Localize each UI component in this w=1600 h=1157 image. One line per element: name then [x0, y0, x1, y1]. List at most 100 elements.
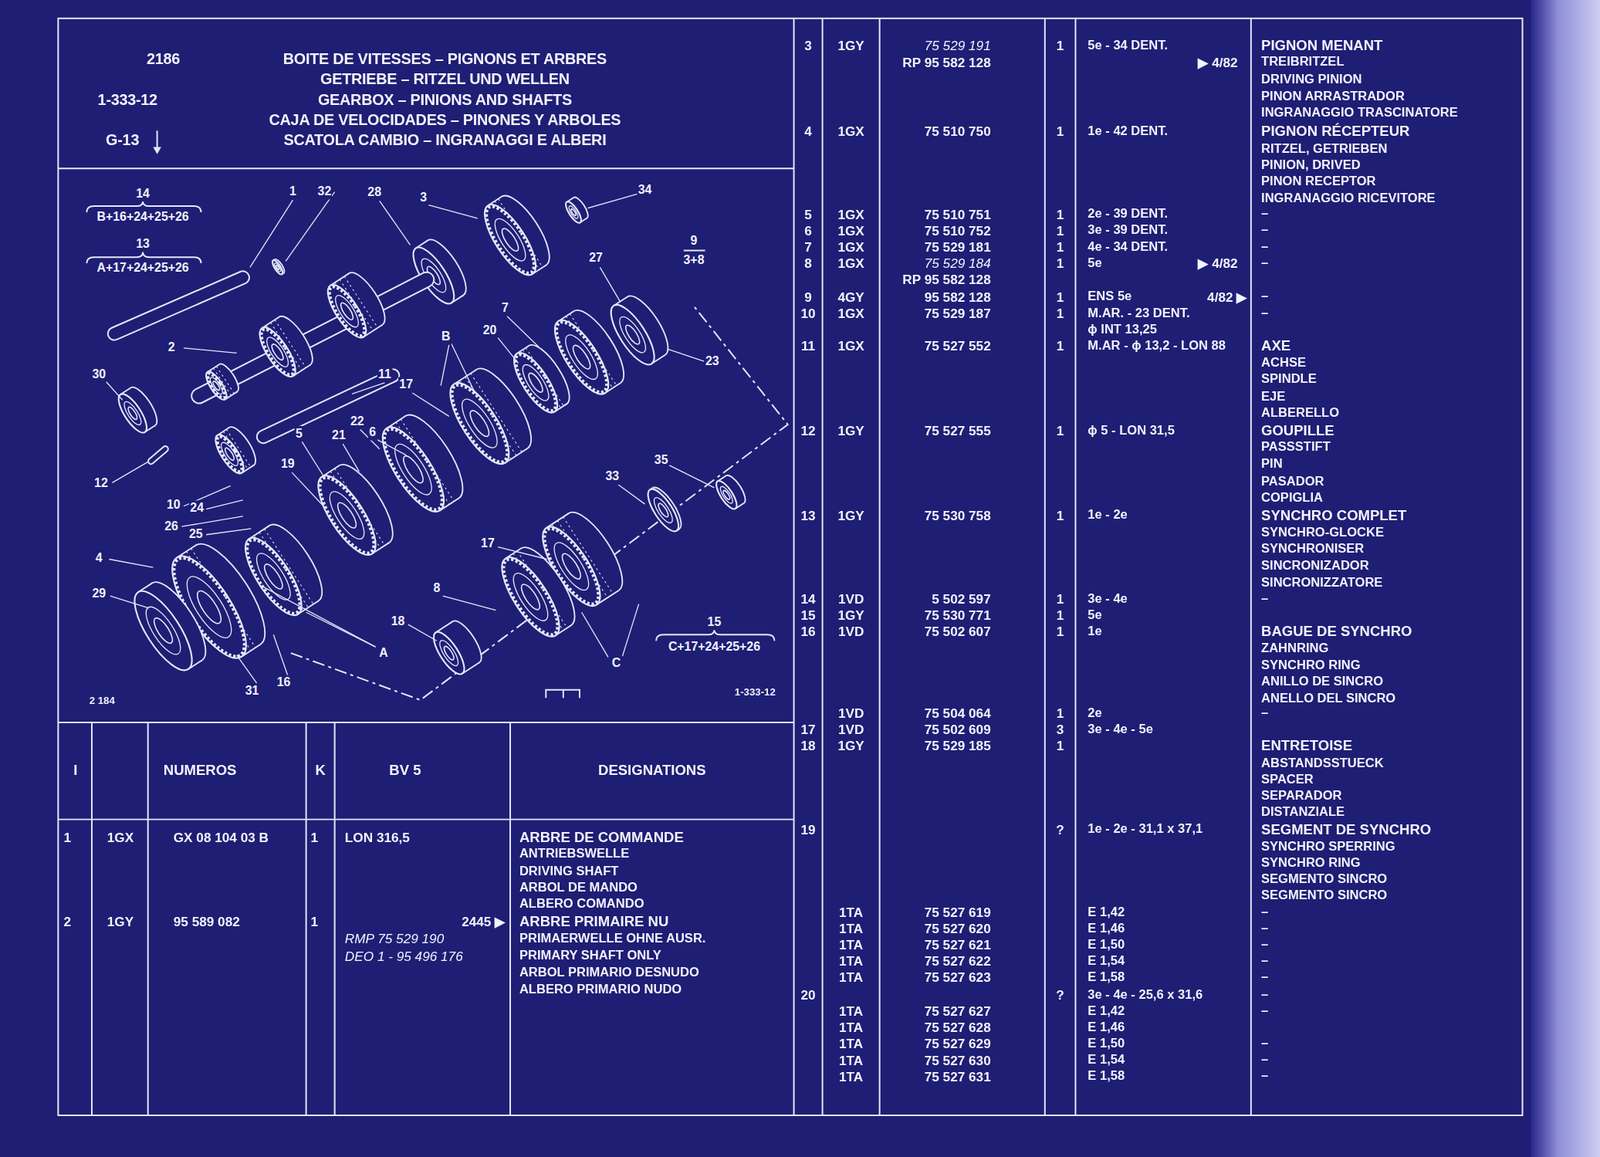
table-cell: 75 527 629 — [924, 1036, 992, 1053]
table-cell: SEGMENT DE SYNCHRO — [1261, 821, 1431, 838]
table-cell: GOUPILLE — [1261, 422, 1335, 439]
table-cell: E 1,42 — [1087, 1003, 1125, 1019]
drawing-part — [121, 399, 145, 427]
gear — [372, 406, 474, 521]
rule — [305, 722, 308, 1116]
table-cell: – — [1261, 1068, 1269, 1085]
table-cell: 1TA — [838, 904, 863, 921]
table-cell: TREIBRITZEL — [1261, 54, 1344, 71]
table-cell: 1 — [1056, 607, 1065, 623]
table-cell: SYNCHRO-GLOCKE — [1261, 524, 1384, 541]
gear — [491, 539, 586, 645]
table-cell: 4GY — [837, 289, 864, 305]
callout-number: 32 — [316, 184, 332, 200]
table-cell: RP 95 582 128 — [902, 271, 991, 288]
drawing-part — [570, 342, 594, 372]
drawing-part — [650, 494, 676, 525]
table-cell: 75 527 620 — [924, 920, 992, 937]
table-cell: 5 — [804, 206, 812, 223]
mark — [545, 690, 580, 699]
table-cell: – — [1261, 705, 1269, 721]
leader-line — [206, 500, 244, 510]
drawing-part — [722, 489, 731, 501]
table-cell: PINON RECEPTOR — [1261, 173, 1376, 190]
table-cell: 75 527 621 — [924, 936, 992, 953]
rule — [879, 18, 881, 1116]
reference: 1-333-12 — [98, 91, 158, 107]
leader-line — [236, 655, 258, 684]
table-cell: 4/82 ▶ — [1207, 289, 1247, 305]
table-cell: 1 — [1056, 124, 1065, 140]
table-cell: 1VD — [838, 591, 864, 607]
callout-number: 34 — [636, 182, 653, 198]
table-cell: 1GX — [837, 305, 864, 322]
table-cell: 1 — [1056, 206, 1065, 223]
rule — [509, 722, 511, 1116]
frame — [57, 18, 1523, 1116]
table-cell: 1TA — [838, 953, 863, 969]
table-cell: – — [1261, 289, 1269, 305]
table-cell: 1TA — [838, 970, 863, 986]
drawing-part — [202, 368, 231, 403]
table-cell: 5e - 34 DENT. — [1087, 38, 1168, 55]
drawing-part — [455, 394, 504, 454]
table-cell: RITZEL, GETRIEBEN — [1261, 141, 1387, 157]
column-header: BV 5 — [389, 762, 421, 779]
table-cell: – — [1261, 305, 1269, 322]
rule — [334, 722, 336, 1116]
table-cell: PIN — [1261, 456, 1283, 473]
table-cell: – — [1261, 920, 1269, 937]
drawing-part — [338, 301, 356, 322]
table-cell: ANTRIEBSWELLE — [519, 846, 630, 863]
table-cell: SINCRONIZZATORE — [1261, 575, 1383, 591]
column-header: NUMEROS — [163, 762, 237, 779]
drawing-part — [570, 208, 578, 217]
table-cell: INGRANAGGIO RICEVITORE — [1261, 191, 1436, 207]
leader-line — [622, 604, 639, 657]
shaft — [114, 277, 244, 335]
table-cell: PIGNON RÉCEPTEUR — [1261, 124, 1410, 140]
table-cell: – — [1261, 953, 1269, 969]
leader-line — [108, 558, 153, 568]
gear — [321, 267, 393, 343]
table-cell: 1GX — [837, 338, 864, 354]
table-cell: ABSTANDSSTUECK — [1261, 755, 1384, 772]
table-cell: 1GX — [837, 206, 864, 223]
leader-line — [588, 193, 639, 209]
table-cell: 1e - 42 DENT. — [1087, 124, 1168, 140]
table-cell: 1 — [63, 830, 72, 846]
table-cell: 75 510 751 — [924, 206, 992, 223]
table-cell: 1 — [1056, 38, 1065, 55]
callout-number: 11 — [377, 366, 393, 383]
table-cell: 75 527 622 — [924, 953, 992, 969]
rule — [793, 18, 795, 1116]
drawing-part — [475, 197, 545, 282]
gear — [307, 456, 403, 564]
drawing-part — [270, 258, 285, 276]
table-cell: – — [1261, 1003, 1269, 1019]
callout-number: 24 — [189, 500, 205, 516]
leader-line — [669, 465, 714, 488]
leader-line — [105, 381, 122, 400]
leader-line — [110, 595, 149, 609]
table-cell: SINCRONIZADOR — [1261, 558, 1370, 575]
table-cell: 1 — [1056, 738, 1065, 755]
drawing-part — [499, 226, 522, 254]
drawing-part — [213, 433, 247, 476]
drawing-part — [263, 334, 293, 370]
table-cell: 1 — [1056, 591, 1065, 607]
title-line: SCATOLA CAMBIO – INGRANAGGI E ALBERI — [283, 131, 606, 148]
table-cell: 75 510 750 — [924, 124, 992, 140]
drawing-part — [270, 342, 286, 362]
table-cell: 11 — [801, 338, 816, 354]
table-cell: 75 527 628 — [924, 1019, 992, 1036]
table-cell: 2e — [1087, 705, 1102, 721]
drawing-part — [642, 484, 684, 536]
table-cell: BAGUE DE SYNCHRO — [1261, 623, 1412, 640]
column-header: DESIGNATIONS — [598, 762, 707, 779]
callout-number: C+17+24+25+26 — [667, 639, 762, 655]
rule — [57, 167, 794, 170]
table-cell: PINON ARRASTRADOR — [1261, 89, 1405, 105]
shaft — [114, 277, 244, 335]
